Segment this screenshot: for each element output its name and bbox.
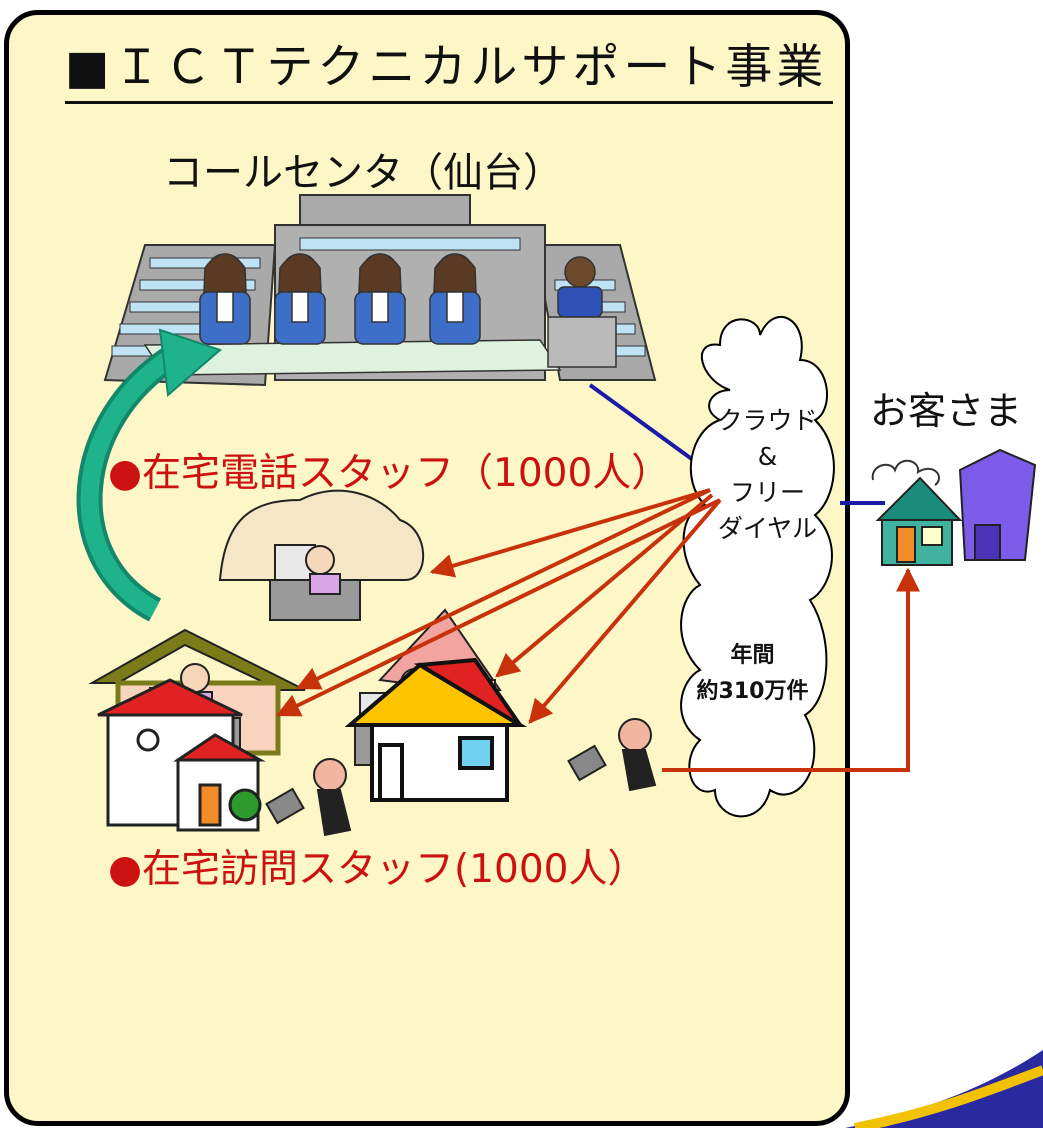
walking-staff-figure-2 [567, 718, 657, 792]
cloud-label-line-3: フリー [729, 478, 805, 507]
annual-volume-line-2: 約310万件 [696, 679, 809, 704]
diagram-title: ■ＩＣＴテクニカルサポート事業 [65, 28, 834, 104]
home-phone-staff-label: ●在宅電話スタッフ（1000人） [108, 451, 671, 496]
cloud-label-line-4: ダイヤル [717, 514, 818, 543]
annual-volume-label: 年間 約310万件 [670, 638, 835, 710]
cloud-label-line-2: & [757, 442, 778, 471]
customer-label: お客さま [870, 389, 1023, 433]
customer-house-illustration [871, 448, 1037, 566]
cloud-label: クラウド & フリー ダイヤル [700, 403, 835, 547]
home-visit-house-1 [97, 678, 266, 832]
call-center-connection-line [588, 383, 702, 467]
cloud-shape [680, 315, 835, 818]
walking-staff-figure-1 [265, 758, 352, 837]
call-center-label: コールセンタ（仙台） [163, 150, 563, 196]
home-phone-staff-house-1 [218, 489, 425, 621]
distribution-arrows [275, 488, 920, 772]
swoosh-decoration [845, 1050, 1043, 1128]
cloud-label-line-1: クラウド [717, 406, 818, 435]
home-visit-staff-label: ●在宅訪問スタッフ(1000人） [108, 847, 647, 892]
home-visit-house-2 [344, 657, 528, 802]
curved-arrow [76, 328, 222, 622]
annual-volume-line-1: 年間 [730, 643, 775, 668]
call-center-building-illustration [103, 194, 657, 387]
